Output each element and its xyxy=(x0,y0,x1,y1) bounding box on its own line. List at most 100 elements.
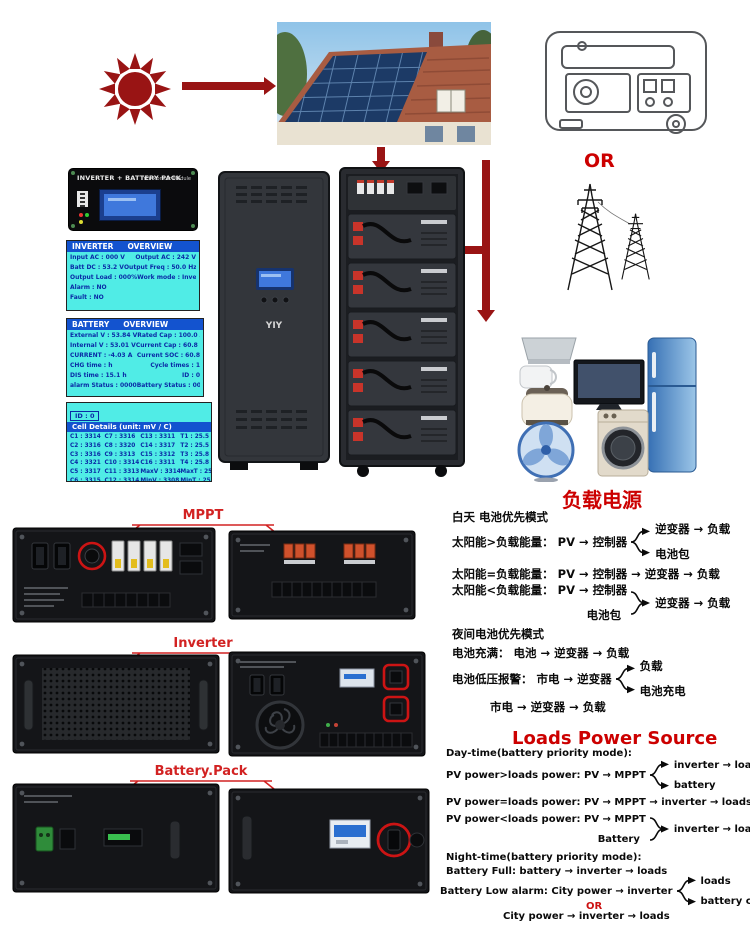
cell-value: T1 : 25.5 xyxy=(180,434,210,440)
panel-header: INVERTER OVERVIEW xyxy=(67,241,199,252)
field: Current Cap : 60.8 AH xyxy=(135,342,200,350)
or-label-bottom: OR xyxy=(586,901,603,912)
range-hood xyxy=(521,337,577,361)
cell-value: C13 : 3311 xyxy=(140,434,176,440)
source-to-rack-arrow xyxy=(460,246,484,254)
cell-value: C7 : 3316 xyxy=(104,434,136,440)
flow-line: 太阳能=负载能量： PV → 控制器 → 逆变器 → 负载 xyxy=(452,566,720,582)
flow-text: PV power<loads power: PV → MPPT xyxy=(446,813,646,825)
highlight-ring xyxy=(77,541,107,571)
field: alarm Status : 0000 xyxy=(70,382,137,390)
mppt-front-panel-a xyxy=(12,527,216,623)
flow-text: 逆变器 → 负载 xyxy=(655,522,731,536)
field: Batt DC : 53.2 V xyxy=(70,264,124,272)
appliances-illustration xyxy=(517,337,697,482)
cell-value: C10 : 3314 xyxy=(104,460,140,467)
flow-text: battery xyxy=(673,779,716,791)
generator-illustration xyxy=(545,31,707,134)
flow-text: 太阳能=负载能量： PV → 控制器 → 逆变器 → 负载 xyxy=(452,567,720,581)
flow-line: City power → inverter → loads xyxy=(503,911,670,922)
flow-line: PV power>loads power: PV → MPPT inverter… xyxy=(446,757,750,793)
cell-id-tab: ID : 0 xyxy=(70,411,100,421)
mppt-label: MPPT xyxy=(128,508,278,535)
flow-text: 白天 电池优先模式 xyxy=(452,510,549,524)
dip-switch xyxy=(77,191,88,207)
flow-line: 电池低压报警： 市电 → 逆变器 负载 电池充电 xyxy=(452,658,686,699)
flow-text: 电池充满： 电池 → 逆变器 → 负载 xyxy=(452,646,630,660)
sun-to-pv-arrow xyxy=(182,82,264,90)
flow-text: 电池充电 xyxy=(639,684,686,698)
branch-arrow-icon xyxy=(615,664,635,693)
flow-text: inverter → loads xyxy=(673,823,750,835)
cell-value: C16 : 3311 xyxy=(140,460,176,467)
cell-value: C14 : 3317 xyxy=(140,442,176,449)
cell-value: T3 : 25.8 xyxy=(180,451,210,458)
cell-value: C2 : 3316 xyxy=(70,442,101,449)
data-row: Output Load : 000%Work mode : Inverter xyxy=(70,274,196,282)
cell-value: C3 : 3316 xyxy=(70,451,101,458)
flow-line: 市电 → 逆变器 → 负载 xyxy=(490,699,606,715)
screw xyxy=(191,171,195,175)
field: DIS time : 15.1 h xyxy=(70,372,127,380)
flow-text: City power → inverter → loads xyxy=(503,911,670,922)
cell-value: C8 : 3320 xyxy=(104,442,136,449)
cell-value: C4 : 3321 xyxy=(70,460,101,467)
field: Work mode : Inverter xyxy=(137,274,196,282)
monitor-subtitle: YIY Monitor Module xyxy=(143,176,191,182)
merge-arrow-icon xyxy=(630,590,651,615)
cabinet-brand-logo: YIY xyxy=(265,321,283,331)
flow-line: Battery Low alarm: City power → inverter… xyxy=(440,873,750,909)
solar-panels-photo xyxy=(277,22,491,145)
inverter-cabinet-illustration: YIY xyxy=(218,171,330,470)
cell-value: MinV : 3308 xyxy=(140,478,180,482)
sun-icon xyxy=(99,53,171,125)
flow-text: 夜间电池优先模式 xyxy=(452,627,544,641)
fridge xyxy=(647,337,697,473)
callout-text: Inverter xyxy=(173,636,233,651)
flow-line: PV power<loads power: PV → MPPT Battery … xyxy=(446,811,750,847)
field: Output Freq : 50.0 Hz xyxy=(123,264,196,272)
flow-text: 电池低压报警： 市电 → 逆变器 xyxy=(452,671,612,686)
flow-text: 电池包 xyxy=(586,608,622,622)
battery-pack-front-panel-b xyxy=(228,788,430,894)
field: External V : 53.84 V xyxy=(70,332,138,339)
flow-text: Battery Full: battery → inverter → loads xyxy=(446,866,668,877)
field: ID : 0 xyxy=(182,372,200,380)
screw xyxy=(191,224,195,228)
merge-arrow-icon xyxy=(649,817,669,841)
branch-arrow-icon xyxy=(630,527,651,556)
flow-text: 负载 xyxy=(639,659,663,673)
flow-heading: Day-time(battery priority mode): xyxy=(446,748,632,759)
status-led-green xyxy=(85,213,89,217)
flow-text: Battery xyxy=(597,833,640,845)
cell-value: C15 : 3312 xyxy=(140,451,176,458)
panel-header-left: BATTERY xyxy=(72,320,110,329)
monitor-lcd xyxy=(99,189,161,221)
panel-header-right: OVERVIEW xyxy=(127,242,173,251)
status-led-red xyxy=(79,213,83,217)
highlight-ring xyxy=(382,695,410,723)
inverter-front-panel-b xyxy=(228,651,426,757)
cell-value: T2 : 25.5 xyxy=(180,442,210,449)
mppt-front-panel-b xyxy=(228,530,416,620)
flow-line: PV power=loads power: PV → MPPT → invert… xyxy=(446,797,750,808)
flow-heading: 白天 电池优先模式 xyxy=(452,509,548,525)
field: Battery Status : 0003 xyxy=(136,382,200,390)
field: Fault : NO xyxy=(70,294,104,302)
flow-text: 电池包 xyxy=(655,547,690,561)
flow-line: Battery Full: battery → inverter → loads xyxy=(446,866,667,877)
source-to-loads-arrow xyxy=(482,160,490,310)
cell-value: C5 : 3317 xyxy=(70,469,101,476)
field: Input AC : 000 V xyxy=(70,254,125,261)
flow-text: Battery Low alarm: City power → inverter xyxy=(440,885,673,897)
or-label-top: OR xyxy=(584,150,615,172)
flow-text: 太阳能<负载能量： PV → 控制器 xyxy=(452,583,628,597)
flow-text: battery charging xyxy=(700,895,750,907)
data-row: DIS time : 15.1 h ID : 0 xyxy=(70,372,200,380)
